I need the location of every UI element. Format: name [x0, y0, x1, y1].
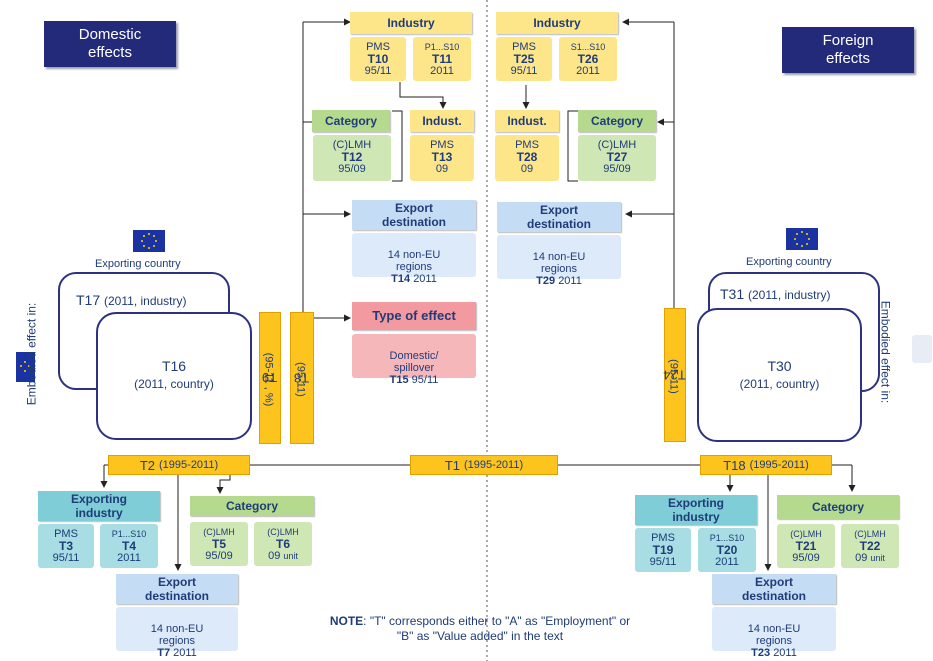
- t1-bar: T1(1995-2011): [410, 455, 558, 475]
- exporting-industry-header-right: Exporting industry: [635, 495, 757, 525]
- table-t12: (C)LMH T12 95/09: [313, 135, 391, 181]
- t30-label: T30 (2011, country): [739, 358, 820, 391]
- t30-box: [697, 308, 862, 442]
- table-t19: PMS T19 95/11: [635, 528, 691, 572]
- table-t20: P1...S10 T20 2011: [698, 528, 756, 572]
- domestic-indust-header: Indust.: [410, 110, 474, 132]
- table-t22: (C)LMH T22 09 unit: [841, 524, 899, 568]
- effect-type-header: Type of effect: [352, 302, 476, 330]
- foreign-effects-title: Foreign effects: [782, 27, 914, 73]
- footnote: NOTE: "T" corresponds either to "A" as "…: [329, 614, 631, 643]
- t16-box: [96, 312, 252, 440]
- eu-flag-icon: [133, 230, 165, 252]
- domestic-effects-title: Domestic effects: [44, 21, 176, 67]
- table-t23: 14 non-EU regions T23 2011: [712, 607, 836, 659]
- embodied-effect-label-left: Embodied effect in:: [24, 302, 39, 406]
- export-destination-header-right: Export destination: [712, 574, 836, 604]
- table-t15: Domestic/ spillover T15 95/11: [352, 334, 476, 386]
- table-t14: 14 non-EU regions T14 2011: [352, 233, 476, 285]
- foreign-industry-header: Industry: [496, 12, 618, 34]
- export-destination-header-left: Export destination: [116, 574, 238, 604]
- table-t11: P1...S10 T11 2011: [413, 37, 471, 81]
- eu-flag-small-icon: [16, 352, 35, 382]
- table-t25: PMS T25 95/11: [496, 37, 552, 81]
- foreign-indust-header: Indust.: [495, 110, 559, 132]
- table-t26: S1...S10 T26 2011: [559, 37, 617, 81]
- t24-bar: T24(95-11): [664, 308, 686, 442]
- t31-label: T31 (2011, industry): [720, 286, 831, 302]
- t8-bar: T8(95-11): [290, 312, 314, 444]
- t17-label: T17 (2011, industry): [76, 292, 187, 308]
- domestic-industry-header: Industry: [350, 12, 472, 34]
- t9-bar: T9(95-11 , %): [259, 312, 281, 444]
- domestic-category-header: Category: [312, 110, 390, 132]
- t16-label: T16 (2011, country): [134, 358, 214, 391]
- domestic-export-header: Export destination: [352, 200, 476, 230]
- embodied-effect-label-right: Embodied effect in:: [878, 300, 893, 404]
- table-t6: (C)LMH T6 09 unit: [254, 522, 312, 566]
- side-logo-icon: [912, 335, 932, 363]
- table-t10: PMS T10 95/11: [350, 37, 406, 81]
- t2-bar: T2(1995-2011): [108, 455, 250, 475]
- t18-bar: T18(1995-2011): [700, 455, 832, 475]
- table-t21: (C)LMH T21 95/09: [777, 524, 835, 568]
- table-t7: 14 non-EU regions T7 2011: [116, 607, 238, 659]
- table-t27: (C)LMH T27 95/09: [578, 135, 656, 181]
- foreign-export-header: Export destination: [497, 202, 621, 232]
- exporting-country-label: Exporting country: [95, 258, 181, 270]
- table-t4: P1...S10 T4 2011: [100, 524, 158, 568]
- category-header-left: Category: [190, 496, 314, 516]
- exporting-industry-header-left: Exporting industry: [38, 491, 160, 521]
- table-t3: PMS T3 95/11: [38, 524, 94, 568]
- category-header-right: Category: [777, 495, 899, 519]
- table-t5: (C)LMH T5 95/09: [190, 522, 248, 566]
- table-t13: PMS T13 09: [410, 135, 474, 181]
- table-t28: PMS T28 09: [495, 135, 559, 181]
- exporting-country-label-right: Exporting country: [746, 256, 832, 268]
- eu-flag-right-icon: [786, 228, 818, 250]
- foreign-category-header: Category: [578, 110, 656, 132]
- table-t29: 14 non-EU regions T29 2011: [497, 235, 621, 287]
